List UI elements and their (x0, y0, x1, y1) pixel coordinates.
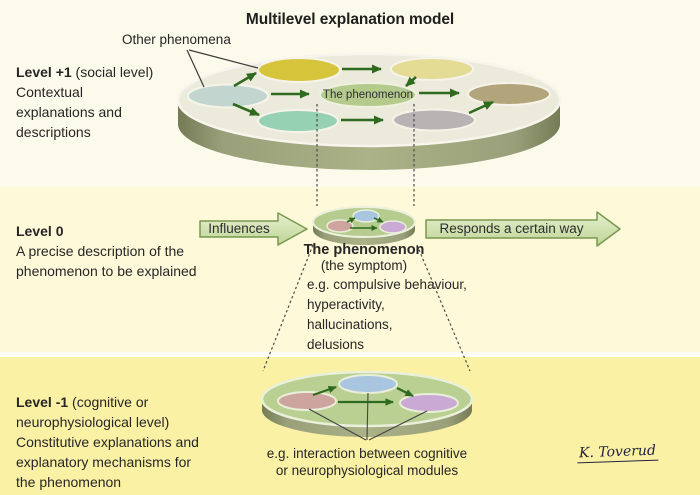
phenomenon-title: The phenomenon (303, 242, 425, 258)
level-plus1-qualifier: (social level) (71, 64, 154, 80)
level-minus1-text: Level -1 (cognitive or neurophysiologica… (16, 392, 199, 492)
projection-dashed-lines (262, 104, 471, 372)
modules-caption: e.g. interaction between cognitive or ne… (266, 446, 468, 478)
phenomenon-text-block: The phenomenon (the symptom) (283, 242, 445, 273)
small-node-blue (352, 209, 380, 223)
influences-arrow (199, 212, 308, 246)
other-phenomena-pointer-lines (186, 49, 259, 88)
social-level-disk (176, 52, 562, 170)
node-pale-yellow (390, 57, 474, 81)
level-minus1-qualifier: (cognitive or (68, 394, 149, 410)
social-phenomena-nodes (187, 57, 551, 133)
disk-phenomenon-label: The phenomenon (322, 89, 414, 101)
module-pointer-lines (308, 392, 428, 441)
bottom-disk-arrows (312, 385, 414, 406)
small-disk-arrows (346, 217, 384, 231)
influences-label: Influences (208, 221, 270, 236)
module-node-purple (399, 393, 459, 413)
other-phenomena-label: Other phenomena (122, 32, 231, 47)
responds-label: Responds a certain way (439, 221, 584, 236)
small-node-pink (326, 219, 354, 233)
small-node-purple (379, 220, 407, 234)
node-tan (467, 82, 551, 106)
level-zero-name: Level 0 (16, 223, 64, 239)
phenomenon-examples: e.g. compulsive behaviour, hyperactivity… (307, 277, 467, 352)
figure-title: Multilevel explanation model (245, 11, 455, 28)
signature-text: K. Toverud (576, 442, 659, 464)
illustrator-signature: K. Toverud (576, 442, 659, 464)
level-minus1-description: neurophysiological level) Constitutive e… (16, 414, 199, 490)
node-phenomenon-center (319, 82, 417, 108)
cognitive-level-disk (260, 370, 474, 441)
phenomenon-subtitle: (the symptom) (320, 258, 408, 273)
node-yellow (257, 57, 341, 83)
level-zero-disk (312, 206, 416, 245)
level-plus1-name: Level +1 (16, 64, 72, 80)
module-node-blue (338, 374, 398, 394)
module-node-pink (277, 391, 337, 411)
level-plus1-description: Contextual explanations and descriptions (16, 84, 122, 140)
social-level-arrows (232, 64, 494, 125)
node-teal (187, 83, 269, 109)
responds-arrow (425, 211, 621, 247)
node-gray (392, 108, 476, 132)
level-plus1-text: Level +1 (social level) Contextual expla… (16, 62, 153, 142)
level-zero-text: Level 0 A precise description of the phe… (16, 221, 197, 281)
level-zero-description: A precise description of the phenomenon … (16, 243, 197, 279)
node-mint (257, 109, 339, 133)
level-minus1-name: Level -1 (16, 394, 69, 410)
